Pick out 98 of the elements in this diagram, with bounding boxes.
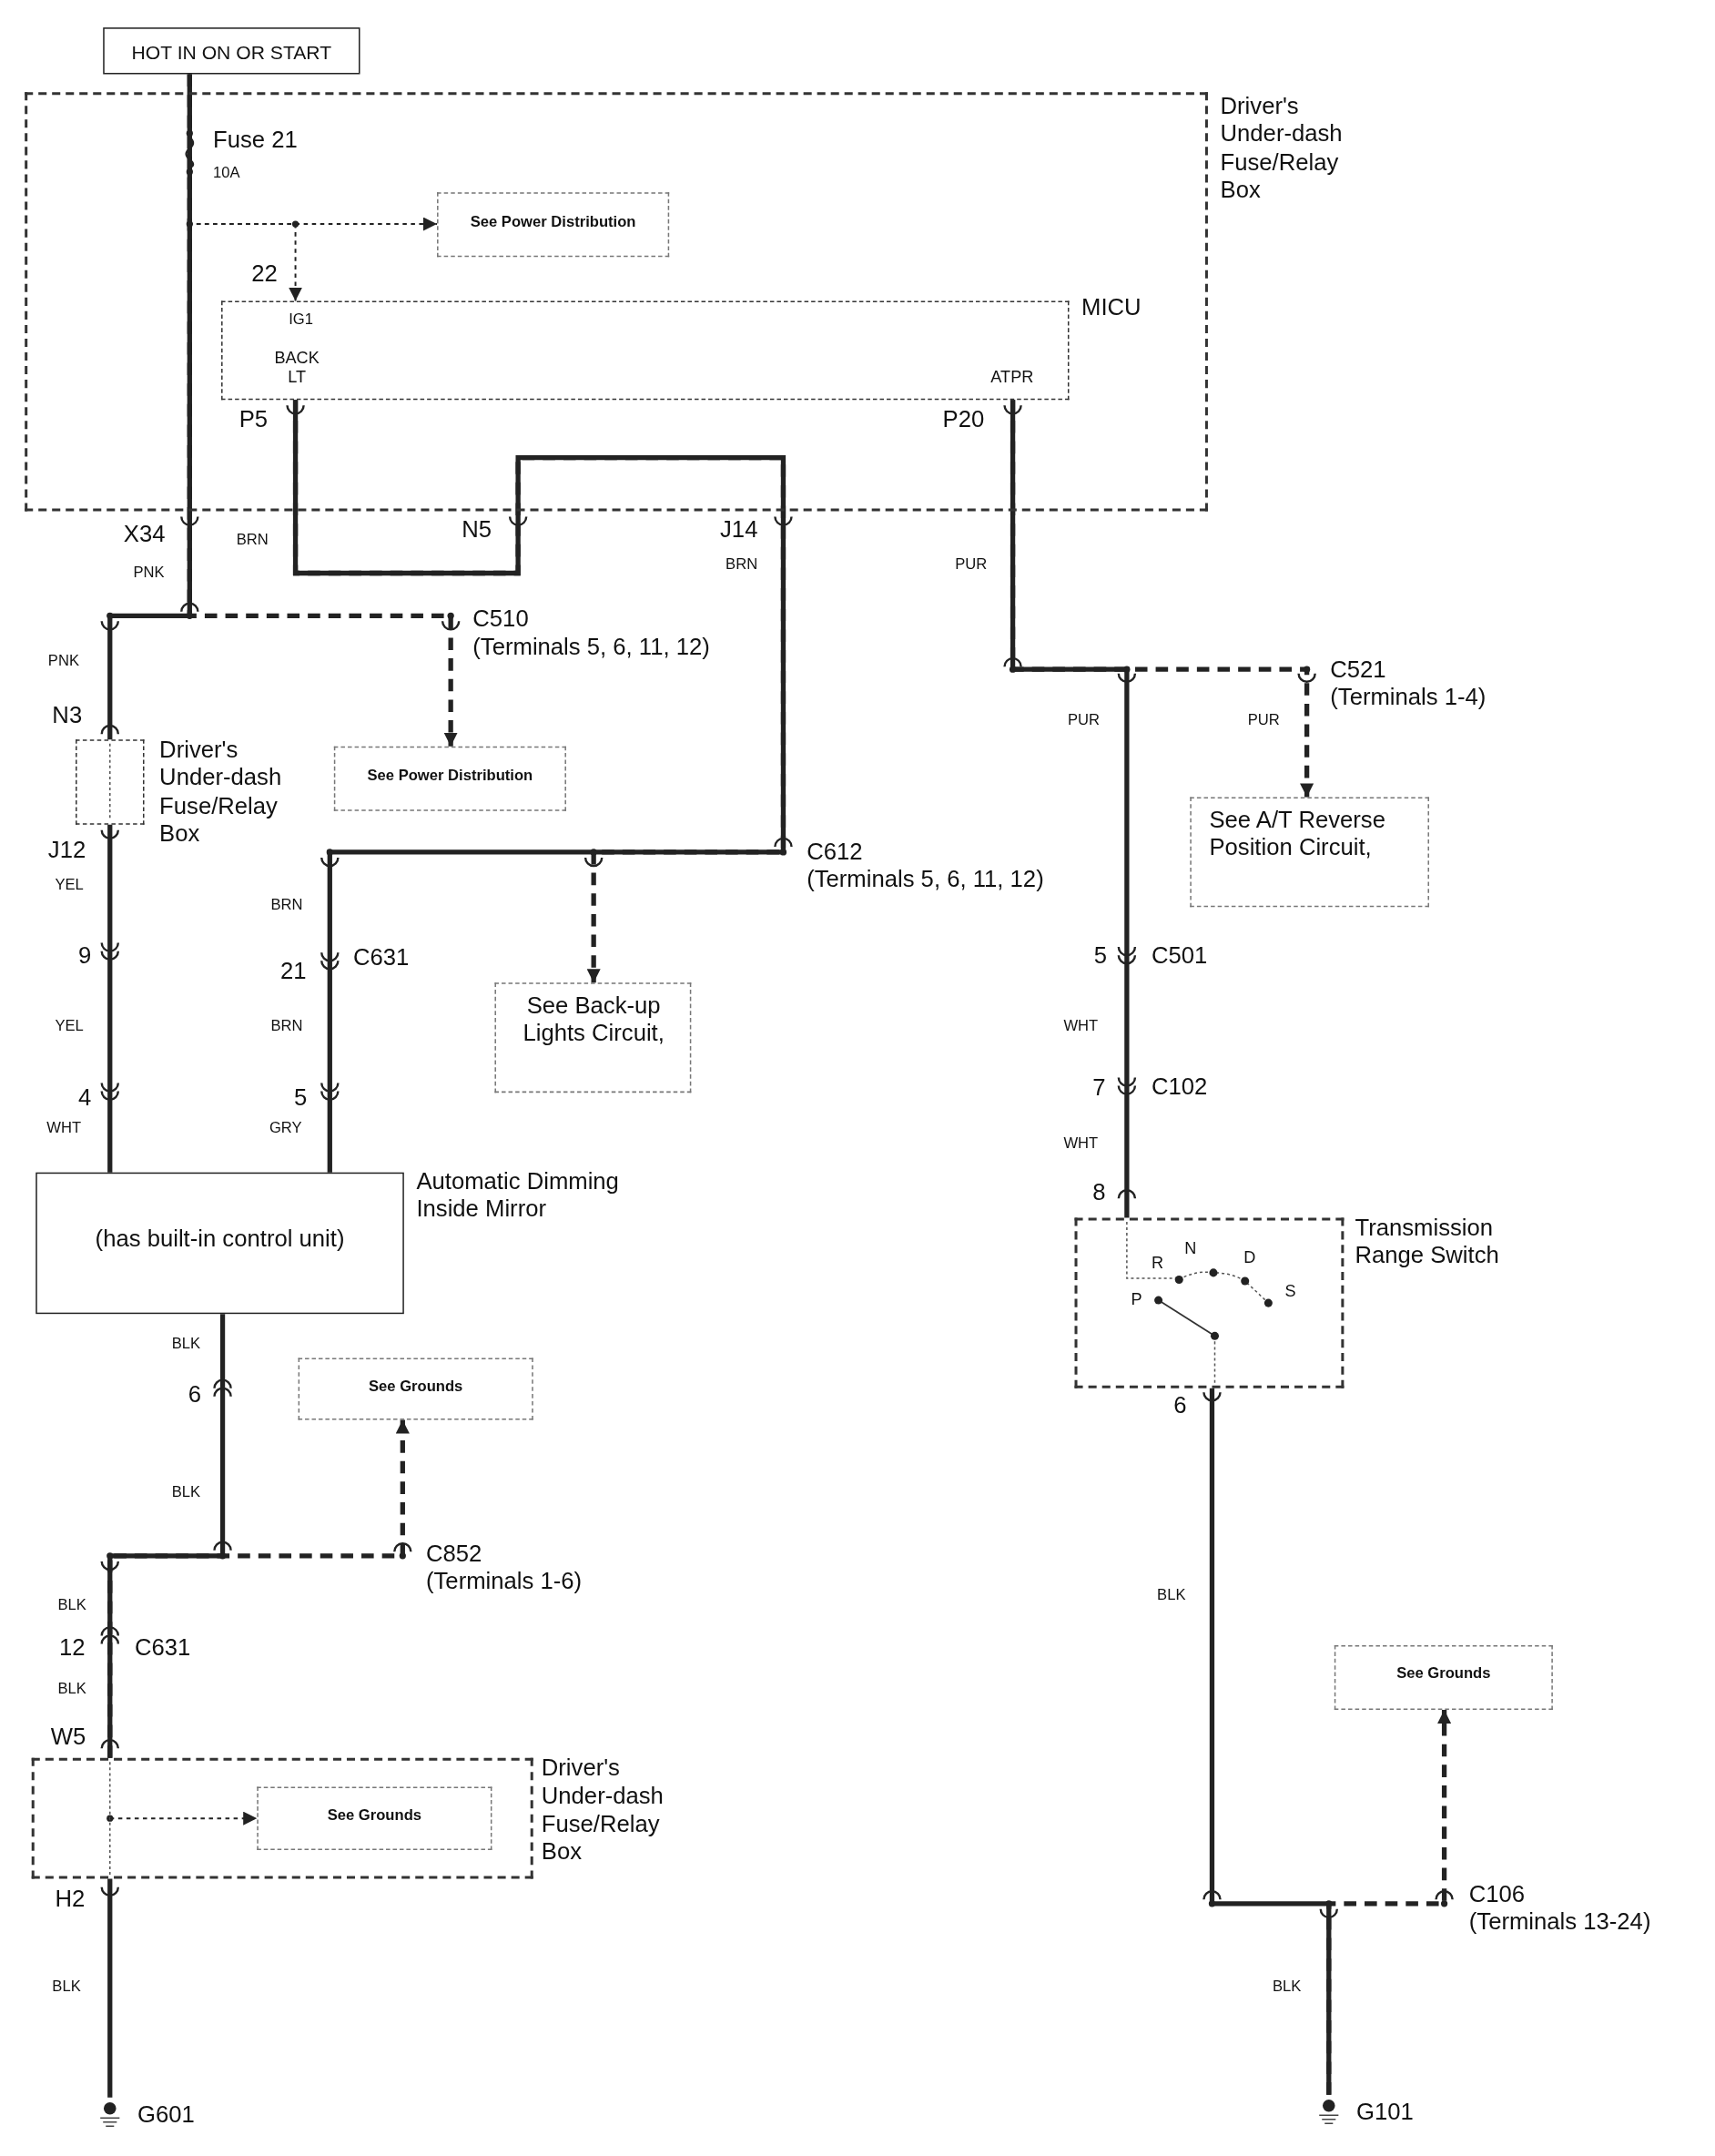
connector-label: C106 — [1468, 1883, 1526, 1907]
wire-color-label: BLK — [1272, 1978, 1302, 1995]
pin-name: ATPR — [989, 367, 1035, 387]
pin-number: 5 — [294, 1085, 308, 1110]
pin-name: IG1 — [288, 310, 314, 330]
wire — [107, 824, 113, 1173]
reference-box — [257, 1786, 492, 1850]
wire — [292, 400, 786, 1173]
connector-label: C852 — [426, 1541, 482, 1566]
box-heading: Automatic Dimming Inside Mirror — [416, 1168, 620, 1225]
wire-color-label: BLK — [171, 1484, 201, 1500]
pin-number: X34 — [123, 522, 166, 546]
reference-box — [333, 746, 566, 811]
wire — [107, 1878, 113, 2098]
wire-color-label: PUR — [1067, 711, 1101, 727]
wire-color-label: WHT — [1063, 1134, 1099, 1151]
connector-label: C510 — [472, 607, 529, 631]
wire-color-label: WHT — [1063, 1018, 1099, 1034]
wire-color-label: BLK — [1157, 1587, 1186, 1603]
pin-number: 4 — [78, 1085, 92, 1110]
wire-color-label: GRY — [269, 1120, 302, 1135]
switch-position-label: S — [1284, 1282, 1296, 1299]
dashed-wire-arrow — [108, 1811, 259, 1825]
connector-label: C102 — [1152, 1074, 1208, 1099]
pin-number: N3 — [52, 703, 83, 727]
switch-position-label: P — [1131, 1290, 1142, 1307]
pin-name: BACK LT — [273, 347, 320, 388]
wire-color-label: BRN — [236, 532, 269, 547]
reference-note: See Power Distribution — [469, 213, 637, 231]
connector-label: C521 — [1330, 658, 1386, 682]
dashed-wire-arrow — [187, 74, 458, 747]
reference-box — [437, 192, 670, 258]
reference-note: See A/T Reverse Position Circuit, — [1209, 807, 1386, 863]
reference-box — [494, 982, 692, 1093]
pin-number: 9 — [78, 944, 92, 968]
wire-color-label: WHT — [46, 1120, 82, 1135]
ground-label: G101 — [1356, 2099, 1414, 2127]
box-heading: Driver's Under-dash Fuse/Relay Box — [541, 1754, 665, 1867]
connector-label: C501 — [1152, 944, 1208, 968]
fuse-label: Fuse 21 — [213, 127, 298, 152]
switch-position-label: N — [1184, 1239, 1197, 1256]
wire-color-label: BRN — [270, 897, 303, 913]
wire-color-label: YEL — [55, 1018, 84, 1034]
reference-note: See Back-up Lights Circuit, — [522, 992, 665, 1049]
pin-number: 8 — [1092, 1180, 1106, 1205]
connector-label: C612 — [807, 839, 863, 864]
wire-color-label: BLK — [171, 1336, 201, 1351]
wire-color-label: YEL — [55, 877, 84, 892]
wire-color-label: PNK — [47, 653, 79, 668]
pin-number: 5 — [1093, 944, 1107, 968]
wire-color-label: BRN — [726, 556, 758, 572]
pin-number: P20 — [942, 408, 985, 432]
reference-box — [1334, 1645, 1553, 1710]
pin-number: 6 — [1173, 1393, 1187, 1418]
dashed-wire-arrow — [1010, 400, 1314, 798]
terminal-note: (Terminals 1-4) — [1330, 686, 1487, 709]
pin-number: 12 — [58, 1635, 86, 1660]
pin-number: N5 — [462, 518, 492, 542]
reference-note: See Power Distribution — [366, 767, 534, 786]
wire-color-label: BLK — [57, 1681, 86, 1696]
pin-number: P5 — [238, 408, 269, 432]
box-heading: Transmission Range Switch — [1355, 1215, 1500, 1271]
switch-position-label: R — [1152, 1255, 1164, 1272]
component-note: (has built-in control unit) — [94, 1225, 346, 1255]
pin-number: J12 — [47, 838, 86, 862]
dashed-wire-arrow — [1326, 1709, 1452, 2095]
dashed-wire-arrow — [107, 1419, 410, 1758]
wire-color-label: PUR — [955, 556, 988, 572]
connector-label: C631 — [352, 945, 410, 970]
reference-note: See Grounds — [1395, 1664, 1492, 1683]
pin-number: 6 — [188, 1382, 202, 1407]
wire-color-label: PUR — [1247, 711, 1280, 727]
reference-note: See Grounds — [367, 1377, 464, 1396]
wire-color-label: BLK — [52, 1978, 81, 1995]
terminal-note: (Terminals 5, 6, 11, 12) — [472, 635, 710, 659]
pin-number: 22 — [251, 262, 278, 286]
switch-position-label: D — [1243, 1249, 1256, 1266]
box-heading: MICU — [1081, 294, 1142, 322]
fuse-rating-label: 10A — [213, 165, 240, 180]
pin-number: H2 — [55, 1886, 86, 1911]
ground-label: G601 — [137, 2101, 195, 2130]
pin-number: 7 — [1092, 1076, 1106, 1100]
pin-number: W5 — [50, 1724, 86, 1749]
box-heading: Driver's Under-dash Fuse/Relay Box — [159, 737, 283, 849]
reference-box — [1190, 797, 1429, 908]
terminal-note: (Terminals 1-6) — [426, 1569, 583, 1593]
terminal-note: (Terminals 5, 6, 11, 12) — [807, 867, 1044, 891]
wire-color-label: BLK — [57, 1597, 86, 1612]
pin-number: 21 — [279, 959, 307, 983]
reference-note: See Grounds — [326, 1805, 423, 1825]
pin-number: J14 — [720, 518, 758, 542]
wire-color-label: BRN — [270, 1018, 303, 1034]
box-heading: Driver's Under-dash Fuse/Relay Box — [1220, 93, 1344, 206]
wire-color-label: PNK — [133, 564, 165, 581]
terminal-note: (Terminals 13-24) — [1468, 1910, 1651, 1934]
reference-box — [298, 1358, 533, 1420]
supply-label: HOT IN ON OR START — [130, 41, 333, 65]
connector-label: C631 — [134, 1635, 191, 1660]
